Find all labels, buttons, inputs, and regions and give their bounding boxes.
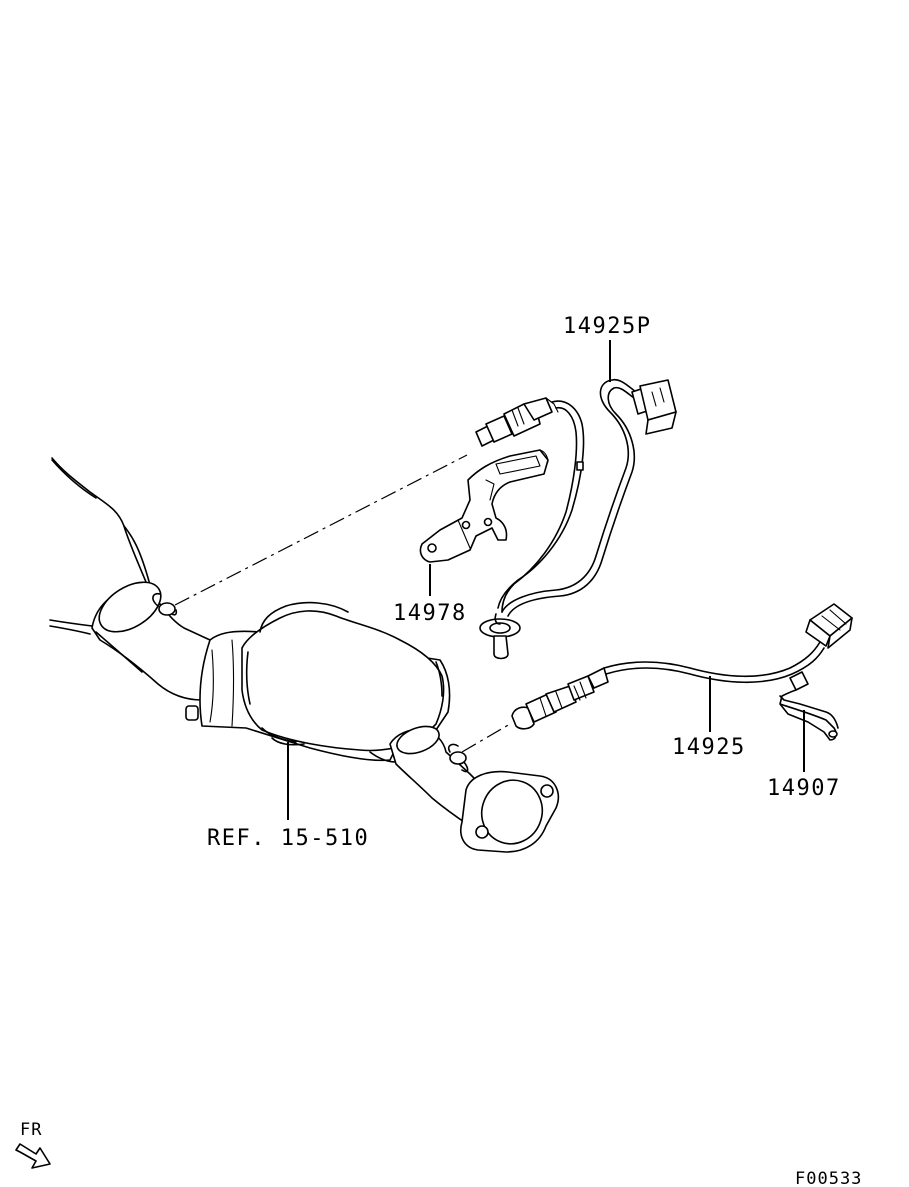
front-label: FR: [20, 1120, 42, 1140]
oxygen-sensor-upper: [475, 378, 677, 660]
front-direction-indicator: FR: [15, 1120, 51, 1169]
reference-label: REF. 15-510: [207, 826, 369, 851]
part-label-14978: 14978: [393, 601, 467, 626]
part-label-14925: 14925: [672, 735, 746, 760]
bracket-part: [419, 449, 549, 563]
part-label-14925P: 14925P: [563, 314, 651, 339]
oxygen-sensor-lower: [511, 603, 853, 730]
install-line-lower: [461, 723, 511, 753]
install-line-upper: [174, 454, 468, 606]
clip-part: [779, 671, 839, 741]
part-label-14907: 14907: [767, 776, 841, 801]
catalytic-converter-assembly: [49, 457, 560, 853]
front-arrow-icon: [15, 1143, 51, 1169]
figure-code: F00533: [795, 1169, 862, 1187]
